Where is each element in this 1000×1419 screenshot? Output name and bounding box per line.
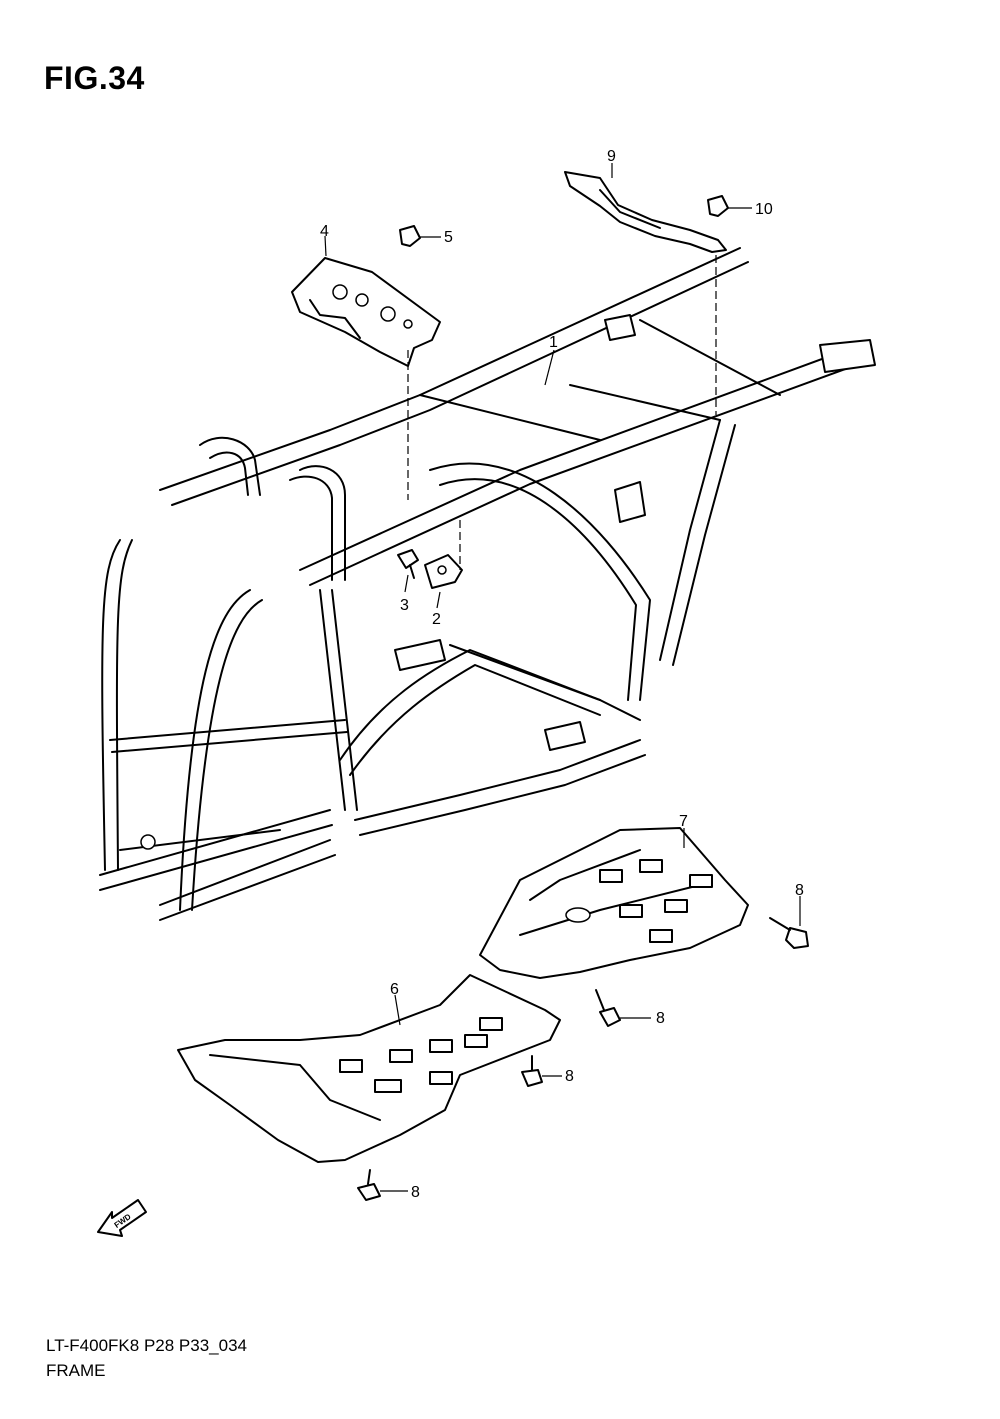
bolt-part-3 xyxy=(397,549,419,579)
callout-bolt-8d: 8 xyxy=(411,1184,420,1201)
callout-bracket-4: 4 xyxy=(320,223,329,240)
bolt-part-8b xyxy=(595,989,621,1027)
bolt-part-8a xyxy=(769,917,809,949)
callout-bolt-5: 5 xyxy=(444,229,453,246)
callout-bolt-8a: 8 xyxy=(795,882,804,899)
figure-title: FIG.34 xyxy=(44,60,145,96)
bolt-part-5 xyxy=(399,225,421,247)
callout-bolt-3: 3 xyxy=(400,597,409,614)
callout-labels: 1 2 3 4 5 6 7 8 8 8 8 9 10 xyxy=(320,148,804,1201)
guard-part-7 xyxy=(479,827,749,979)
guard-part-6 xyxy=(177,974,561,1163)
model-code: LT-F400FK8 P28 P33_034 xyxy=(46,1336,247,1355)
main-frame-part-1 xyxy=(99,247,876,921)
plate-part-2 xyxy=(424,554,463,589)
bolt-part-8d xyxy=(357,1169,381,1201)
fwd-arrow-icon: FWD xyxy=(97,1199,147,1237)
callout-frame: 1 xyxy=(549,334,558,351)
bracket-part-4 xyxy=(291,257,441,367)
callout-bolt-8b: 8 xyxy=(656,1010,665,1027)
figure-name: FRAME xyxy=(46,1361,106,1380)
leader-lines xyxy=(324,163,801,1192)
brace-part-9 xyxy=(564,171,727,253)
callout-guard-7: 7 xyxy=(679,813,688,830)
callout-guard-6: 6 xyxy=(390,981,399,998)
callout-bolt-10: 10 xyxy=(755,201,773,218)
callout-brace-9: 9 xyxy=(607,148,616,165)
callout-bolt-8c: 8 xyxy=(565,1068,574,1085)
bolt-part-8c xyxy=(521,1055,543,1087)
bolt-part-10 xyxy=(707,195,729,217)
callout-plate-2: 2 xyxy=(432,611,441,628)
